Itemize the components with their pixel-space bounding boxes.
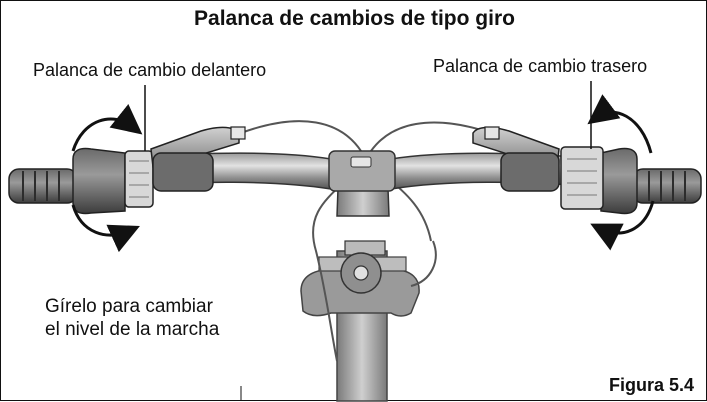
figure-number: Figura 5.4	[608, 375, 694, 395]
figure-title: Palanca de cambios de tipo giro	[194, 7, 515, 30]
front-shifter-label: Palanca de cambio delantero	[33, 60, 267, 80]
instruction-line-2: el nivel de la marcha	[45, 319, 220, 340]
right-rotation-arrows	[587, 94, 655, 251]
right-grip	[632, 168, 702, 204]
right-shifter	[472, 126, 638, 215]
instruction-text: Gírelo para cambiar el nivel de la march…	[45, 295, 219, 341]
left-grip	[8, 168, 78, 204]
instruction-line-1: Gírelo para cambiar	[45, 296, 213, 317]
rear-shifter-label: Palanca de cambio trasero	[433, 56, 648, 76]
stem	[328, 150, 396, 294]
left-rotation-arrows	[71, 104, 143, 253]
left-shifter	[72, 126, 246, 215]
